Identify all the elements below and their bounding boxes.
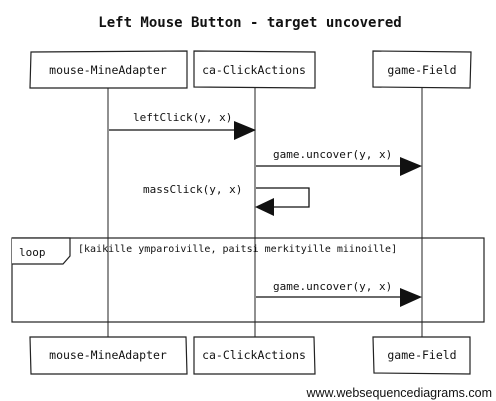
participant-label: ca-ClickActions: [202, 63, 306, 77]
participant-top-mouse-mineadapter[interactable]: mouse-MineAdapter: [29, 50, 188, 89]
participant-label: mouse-MineAdapter: [49, 348, 167, 362]
participant-label: mouse-MineAdapter: [49, 63, 167, 77]
diagram-title: Left Mouse Button - target uncovered: [98, 15, 401, 31]
participant-top-ca-clickactions[interactable]: ca-ClickActions: [193, 50, 316, 89]
message-uncover-2: game.uncover(y, x): [256, 280, 422, 307]
message-label: massClick(y, x): [143, 183, 242, 196]
message-label: leftClick(y, x): [133, 111, 232, 124]
participant-label: ca-ClickActions: [202, 348, 306, 362]
message-uncover-1: game.uncover(y, x): [256, 148, 422, 176]
arrowhead-icon: [255, 198, 274, 216]
message-label: game.uncover(y, x): [273, 148, 392, 161]
loop-label: loop: [19, 246, 46, 259]
participant-bottom-mouse-mineadapter[interactable]: mouse-MineAdapter: [29, 336, 188, 375]
participant-bottom-ca-clickactions[interactable]: ca-ClickActions: [193, 336, 316, 375]
participant-label: game-Field: [387, 63, 456, 77]
loop-frame: loop [kaikille ymparoiville, paitsi merk…: [11, 237, 485, 323]
loop-tab: [12, 237, 71, 265]
participant-top-game-field[interactable]: game-Field: [372, 50, 472, 89]
arrowhead-icon: [400, 157, 422, 176]
message-leftclick: leftClick(y, x): [109, 111, 256, 140]
loop-condition: [kaikille ymparoiville, paitsi merkityil…: [78, 244, 397, 255]
arrowhead-icon: [234, 121, 256, 140]
arrowhead-icon: [400, 288, 422, 307]
message-massclick: massClick(y, x): [143, 183, 310, 216]
watermark-link[interactable]: www.websequencediagrams.com: [305, 386, 492, 400]
participant-bottom-game-field[interactable]: game-Field: [372, 336, 471, 375]
message-label: game.uncover(y, x): [273, 280, 392, 293]
participant-label: game-Field: [387, 348, 456, 362]
